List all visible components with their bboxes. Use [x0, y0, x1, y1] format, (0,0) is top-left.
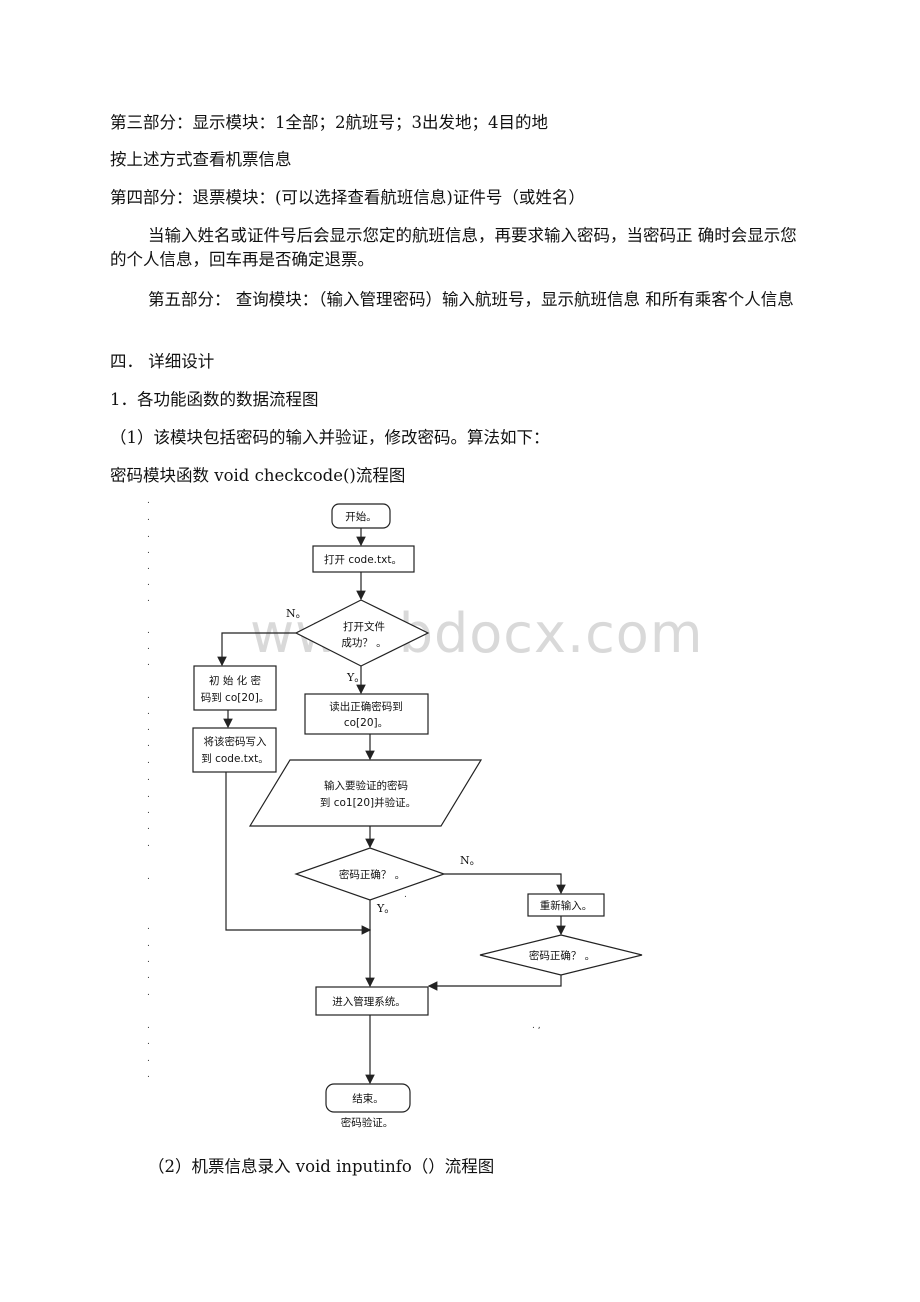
svg-text:.: . [147, 562, 150, 572]
svg-text:.: . [147, 939, 150, 949]
para-refund-desc: 当输入姓名或证件号后会显示您定的航班信息，再要求输入密码，当密码正 确时会显示您… [110, 226, 797, 269]
svg-text:.: . [147, 739, 150, 749]
read-code-label-1: 读出正确密码到 [329, 700, 403, 713]
write-code-node [192, 727, 277, 773]
svg-text:.: . [147, 594, 150, 604]
svg-text:.: . [147, 1037, 150, 1047]
para-display-module: 第三部分：显示模块：1全部；2航班号；3出发地；4目的地 [110, 113, 548, 132]
yes-label-2: Y。 [376, 902, 395, 915]
svg-text:.: . [147, 756, 150, 766]
svg-text:.: . [147, 988, 150, 998]
para-view-tickets: 按上述方式查看机票信息 [110, 150, 292, 169]
open-file-node [312, 545, 415, 573]
input-code-node [248, 759, 483, 827]
svg-text:.: . [147, 723, 150, 733]
read-code-label-2: co[20]。 [344, 717, 388, 729]
svg-text:.: . [147, 790, 150, 800]
svg-text:.: . [147, 578, 150, 588]
write-code-label-1: 将该密码写入 [204, 735, 267, 748]
write-code-label-2: 到 code.txt。 [201, 753, 268, 765]
svg-text:.: . [147, 691, 150, 701]
svg-text:.: . [147, 1054, 150, 1064]
end-node [325, 1083, 411, 1113]
check-code-label-1: 密码正确？ 。 [339, 868, 405, 881]
open-ok-label-2: 成功？ 。 [341, 637, 386, 649]
open-ok-label-1: 打开文件 [343, 620, 385, 633]
svg-text:.: . [147, 707, 150, 717]
para-query-module: 第五部分： 查询模块：（输入管理密码）输入航班号，显示航班信息 和所有乘客个人信… [148, 290, 794, 309]
svg-text:.: . [404, 890, 407, 900]
svg-text:.: . [147, 513, 150, 523]
svg-text:.: . [147, 839, 150, 849]
svg-text:.: . [147, 496, 150, 506]
reinput-node [527, 893, 605, 917]
svg-text:.: . [147, 955, 150, 965]
check-code-label-2: 密码正确？ 。 [529, 949, 595, 962]
section-heading-detailed-design: 四． 详细设计 [110, 352, 215, 371]
end-node-label: 结束。 [352, 1092, 384, 1105]
input-code-label-2: 到 co1[20]并验证。 [320, 796, 416, 809]
paragraph-marks: . . . . . . . . . . . . . . . . . . . . … [147, 496, 150, 1080]
svg-text:.: . [147, 872, 150, 882]
svg-text:.: . [147, 546, 150, 556]
svg-text:. ,: . , [532, 1021, 541, 1031]
enter-system-node [315, 986, 429, 1016]
svg-text:.: . [147, 642, 150, 652]
reinput-label: 重新输入。 [540, 899, 593, 912]
init-code-label-2: 码到 co[20]。 [201, 692, 270, 704]
init-code-label-1: 初 始 化 密 [209, 674, 262, 687]
svg-text:.: . [147, 971, 150, 981]
svg-text:.: . [147, 658, 150, 668]
svg-text:.: . [147, 822, 150, 832]
open-file-node-label: 打开 code.txt。 [324, 553, 402, 566]
no-label-1: N。 [286, 607, 307, 620]
para-checkcode-title: 密码模块函数 void checkcode()流程图 [110, 466, 406, 485]
input-code-label-1: 输入要验证的密码 [324, 779, 408, 792]
subsection-heading-flowcharts: 1．各功能函数的数据流程图 [110, 390, 319, 409]
svg-text:.: . [147, 922, 150, 932]
enter-system-label: 进入管理系统。 [332, 995, 406, 1008]
svg-text:.: . [147, 773, 150, 783]
svg-text:.: . [147, 626, 150, 636]
svg-text:.: . [147, 1021, 150, 1031]
flowchart-caption: 密码验证。 [341, 1116, 394, 1129]
svg-text:.: . [147, 530, 150, 540]
para-password-module: （1）该模块包括密码的输入并验证，修改密码。算法如下： [110, 428, 550, 447]
read-code-node [304, 693, 429, 735]
open-ok-decision [294, 599, 430, 667]
init-code-node [193, 665, 277, 711]
para-refund-module: 第四部分：退票模块：(可以选择查看航班信息)证件号（或姓名） [110, 188, 585, 207]
yes-label-1: Y。 [346, 671, 365, 684]
svg-text:.: . [147, 1070, 150, 1080]
no-label-2: N。 [460, 854, 481, 867]
svg-text:.: . [147, 806, 150, 816]
start-node-label: 开始。 [345, 510, 377, 523]
para-inputinfo-title: （2）机票信息录入 void inputinfo（）流程图 [148, 1157, 495, 1176]
